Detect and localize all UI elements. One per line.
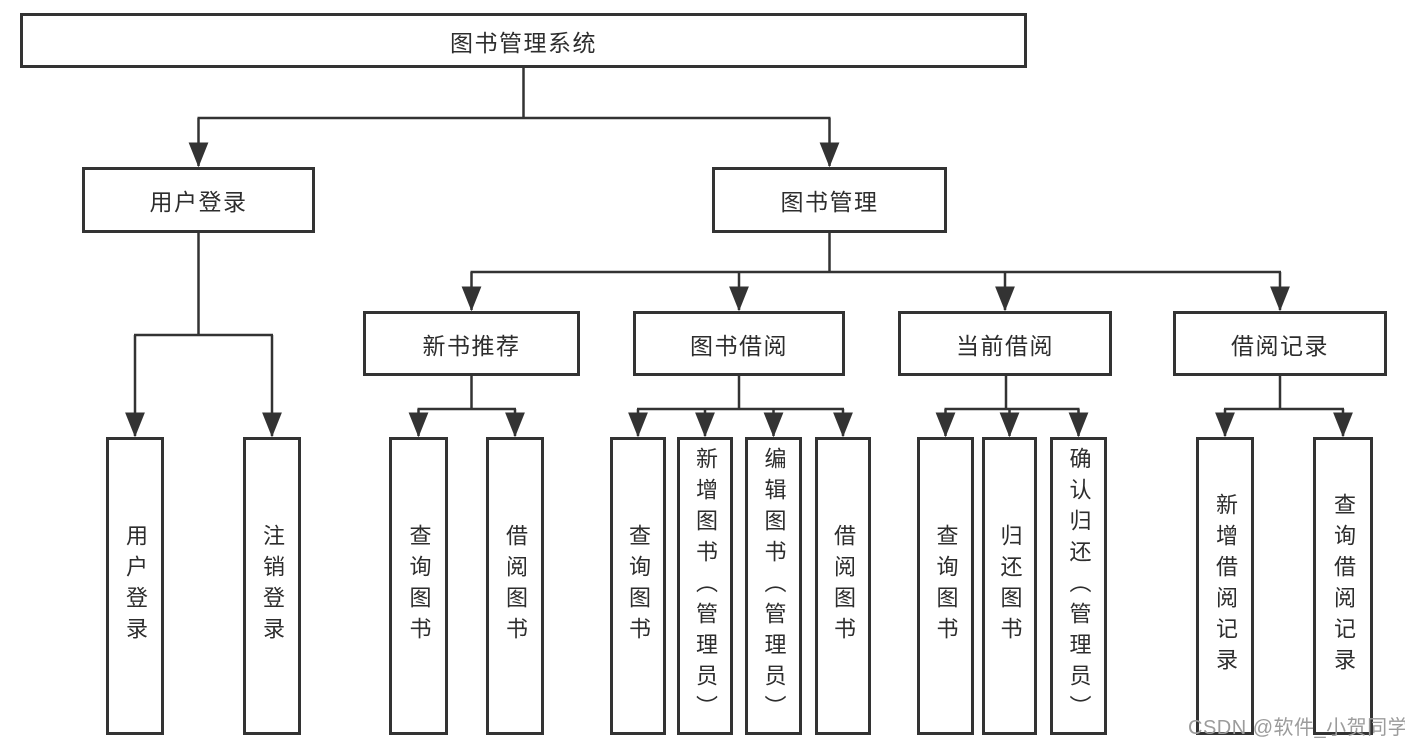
leaf-label: 编辑图书（管理员） bbox=[761, 446, 787, 726]
leaf-label: 查询借阅记录 bbox=[1331, 493, 1356, 679]
leaf-label: 借阅图书 bbox=[503, 524, 528, 648]
node-label: 图书管理 bbox=[780, 189, 879, 215]
leaf-label: 新增借阅记录 bbox=[1213, 493, 1238, 679]
node-label: 图书管理系统 bbox=[450, 29, 597, 56]
node-borrowing-records: 借阅记录 bbox=[1173, 311, 1387, 376]
leaf-user-login: 用户登录 bbox=[106, 437, 164, 735]
leaf-query-books-borrowing: 查询图书 bbox=[610, 437, 666, 735]
connector-book-management-branch bbox=[461, 233, 1290, 312]
node-new-book-recommendation: 新书推荐 bbox=[363, 311, 580, 376]
leaf-edit-books-admin: 编辑图书（管理员） bbox=[745, 437, 802, 735]
node-label: 借阅记录 bbox=[1231, 332, 1329, 359]
leaf-label: 查询图书 bbox=[933, 524, 959, 648]
watermark: CSDN @软件_小贺同学 bbox=[1188, 717, 1405, 739]
leaf-query-borrowing-record: 查询借阅记录 bbox=[1313, 437, 1373, 735]
leaf-label: 查询图书 bbox=[406, 524, 432, 648]
node-user-login-group: 用户登录 bbox=[82, 167, 315, 233]
leaf-borrow-books-recommend: 借阅图书 bbox=[486, 437, 544, 735]
node-book-management-group: 图书管理 bbox=[712, 167, 947, 233]
leaf-label: 借阅图书 bbox=[831, 524, 856, 648]
leaf-label: 用户登录 bbox=[123, 524, 148, 648]
leaf-logout: 注销登录 bbox=[243, 437, 301, 735]
leaf-confirm-return-admin: 确认归还（管理员） bbox=[1050, 437, 1107, 735]
leaf-label: 查询图书 bbox=[626, 524, 651, 648]
leaf-borrow-books-borrowing: 借阅图书 bbox=[815, 437, 871, 735]
connector-book-borrowing-branch bbox=[628, 376, 853, 438]
leaf-add-books-admin: 新增图书（管理员） bbox=[677, 437, 733, 735]
node-library-management-system: 图书管理系统 bbox=[20, 13, 1027, 68]
node-label: 当前借阅 bbox=[956, 332, 1054, 359]
node-current-borrowing: 当前借阅 bbox=[898, 311, 1112, 376]
node-book-borrowing: 图书借阅 bbox=[633, 311, 845, 376]
leaf-query-books-current: 查询图书 bbox=[917, 437, 974, 735]
leaf-label: 注销登录 bbox=[260, 524, 285, 648]
connector-borrowing-records-branch bbox=[1215, 376, 1353, 438]
leaf-return-books: 归还图书 bbox=[982, 437, 1037, 735]
connector-new-book-branch bbox=[408, 376, 525, 438]
node-label: 新书推荐 bbox=[422, 332, 521, 359]
connector-user-login-branch bbox=[125, 233, 282, 438]
leaf-add-borrowing-record: 新增借阅记录 bbox=[1196, 437, 1254, 735]
leaf-label: 新增图书（管理员） bbox=[693, 446, 718, 726]
connector-current-borrowing-branch bbox=[935, 376, 1089, 438]
leaf-label: 确认归还（管理员） bbox=[1066, 446, 1092, 726]
leaf-query-books-recommend: 查询图书 bbox=[389, 437, 448, 735]
connector-root-to-level2 bbox=[188, 68, 840, 168]
node-label: 用户登录 bbox=[149, 189, 248, 215]
node-label: 图书借阅 bbox=[690, 332, 788, 359]
leaf-label: 归还图书 bbox=[997, 524, 1023, 648]
